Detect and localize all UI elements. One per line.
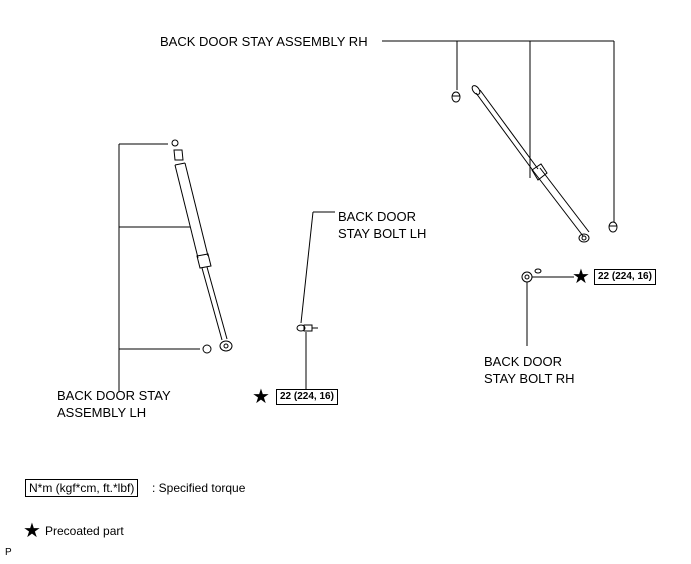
lh-stay-bolt [296, 211, 335, 389]
legend-torque-unit-box: N*m (kgf*cm, ft.*lbf) [25, 479, 139, 497]
star-icon: ★ [23, 518, 41, 542]
stay-assembly-rh-label: BACK DOOR STAY ASSEMBLY RH [160, 34, 368, 49]
star-icon: ★ [572, 264, 590, 288]
lh-leader-lines [118, 143, 200, 392]
rh-leader-lines [382, 40, 615, 222]
stay-bolt-rh-label-line2: STAY BOLT RH [484, 371, 575, 386]
rh-ball-stud-right [608, 221, 618, 233]
corner-code: P [5, 547, 12, 558]
torque-spec-rh: 22 (224, 16) [594, 269, 656, 285]
stay-assembly-lh-label-line2: ASSEMBLY LH [57, 405, 147, 420]
stay-bolt-lh-label-line2: STAY BOLT LH [338, 226, 427, 241]
stay-bolt-lh-label-line1: BACK DOOR [338, 209, 417, 224]
stay-assembly-lh-label-line1: BACK DOOR STAY [57, 388, 171, 403]
star-icon: ★ [252, 384, 270, 408]
legend-precoat-description: Precoated part [45, 524, 124, 538]
torque-spec-lh: 22 (224, 16) [276, 389, 338, 405]
legend-torque-description: : Specified torque [152, 481, 246, 495]
rh-ball-stud-top [451, 91, 461, 103]
lh-stay-strut [171, 139, 233, 352]
rh-stay-strut [471, 85, 590, 243]
lh-ball-stud-bottom [202, 344, 212, 354]
stay-bolt-rh-label-line1: BACK DOOR [484, 354, 563, 369]
rh-stay-bolt [521, 268, 574, 346]
